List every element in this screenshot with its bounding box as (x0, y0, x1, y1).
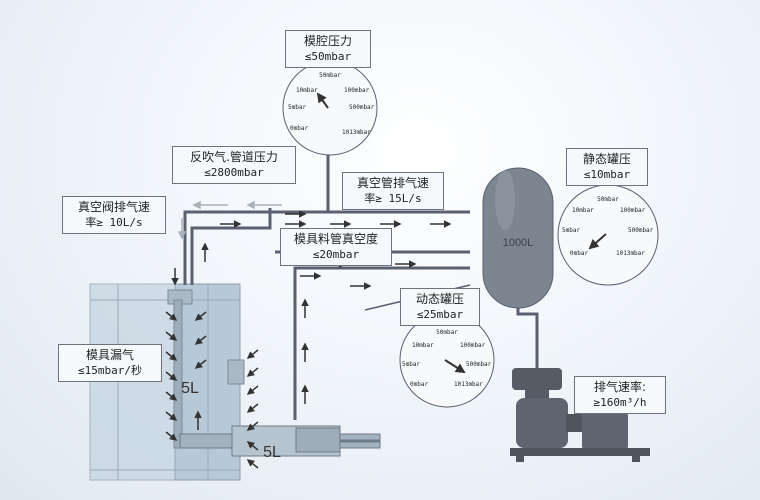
gauge-needle (444, 359, 466, 374)
shot-sleeve (179, 425, 381, 457)
svg-text:10mbar: 10mbar (296, 87, 318, 94)
piping (183, 150, 539, 420)
vacuum-tank: 1000L (482, 167, 554, 309)
gauge-mold-cavity: 50mbar 10mbar 100mbar 5mbar 500mbar 0mba… (282, 60, 378, 156)
svg-text:10mbar: 10mbar (572, 207, 594, 214)
label-vacuum-pipe-rate: 真空管排气速 率≥ 15L/s (342, 172, 444, 210)
svg-text:1013mbar: 1013mbar (342, 129, 371, 136)
sleeve-volume: 5L (263, 444, 281, 461)
svg-text:50mbar: 50mbar (319, 72, 341, 79)
svg-text:100mbar: 100mbar (344, 87, 370, 94)
label-mold-pipe-vacuum: 模具料管真空度 ≤20mbar (280, 228, 392, 266)
svg-text:0mbar: 0mbar (290, 125, 308, 132)
label-pump-rate: 排气速率: ≥160m³/h (574, 376, 666, 414)
svg-text:100mbar: 100mbar (460, 342, 486, 349)
pipe-sleeve-vacuum (293, 266, 470, 420)
gauge-needle (316, 92, 329, 109)
gauge-needle (588, 233, 607, 250)
gauge-dynamic-tank: 50mbar 10mbar 100mbar 5mbar 500mbar 0mba… (399, 312, 495, 408)
label-static-tank-pressure: 静态罐压 ≤10mbar (566, 148, 648, 186)
svg-text:500mbar: 500mbar (628, 227, 654, 234)
label-blowback-pipe-pressure: 反吹气.管道压力 ≤2800mbar (172, 146, 296, 184)
mold-volume: 5L (181, 380, 199, 397)
svg-text:1013mbar: 1013mbar (616, 250, 645, 257)
label-mold-leak: 模具漏气 ≤15mbar/秒 (58, 344, 162, 382)
label-vacuum-valve-rate: 真空阀排气速 率≥ 10L/s (62, 196, 166, 234)
svg-text:50mbar: 50mbar (436, 329, 458, 336)
svg-text:50mbar: 50mbar (597, 196, 619, 203)
vacuum-pump (510, 368, 650, 462)
svg-text:500mbar: 500mbar (466, 361, 492, 368)
svg-text:1013mbar: 1013mbar (454, 381, 483, 388)
pipe-tank-pump (516, 300, 539, 368)
gauge-static-tank: 50mbar 10mbar 100mbar 5mbar 500mbar 0mba… (557, 184, 659, 286)
svg-text:5mbar: 5mbar (402, 361, 420, 368)
pipe-main-vacuum (183, 210, 470, 285)
svg-text:0mbar: 0mbar (570, 250, 588, 257)
tank-volume: 1000L (503, 237, 534, 249)
label-dynamic-tank-pressure: 动态罐压 ≤25mbar (400, 288, 480, 326)
svg-text:100mbar: 100mbar (620, 207, 646, 214)
svg-text:0mbar: 0mbar (410, 381, 428, 388)
label-mold-cavity-pressure: 模腔压力 ≤50mbar (285, 30, 371, 68)
svg-text:5mbar: 5mbar (288, 104, 306, 111)
svg-text:500mbar: 500mbar (349, 104, 375, 111)
svg-text:10mbar: 10mbar (412, 342, 434, 349)
pipe-branch (190, 208, 272, 285)
svg-text:5mbar: 5mbar (562, 227, 580, 234)
